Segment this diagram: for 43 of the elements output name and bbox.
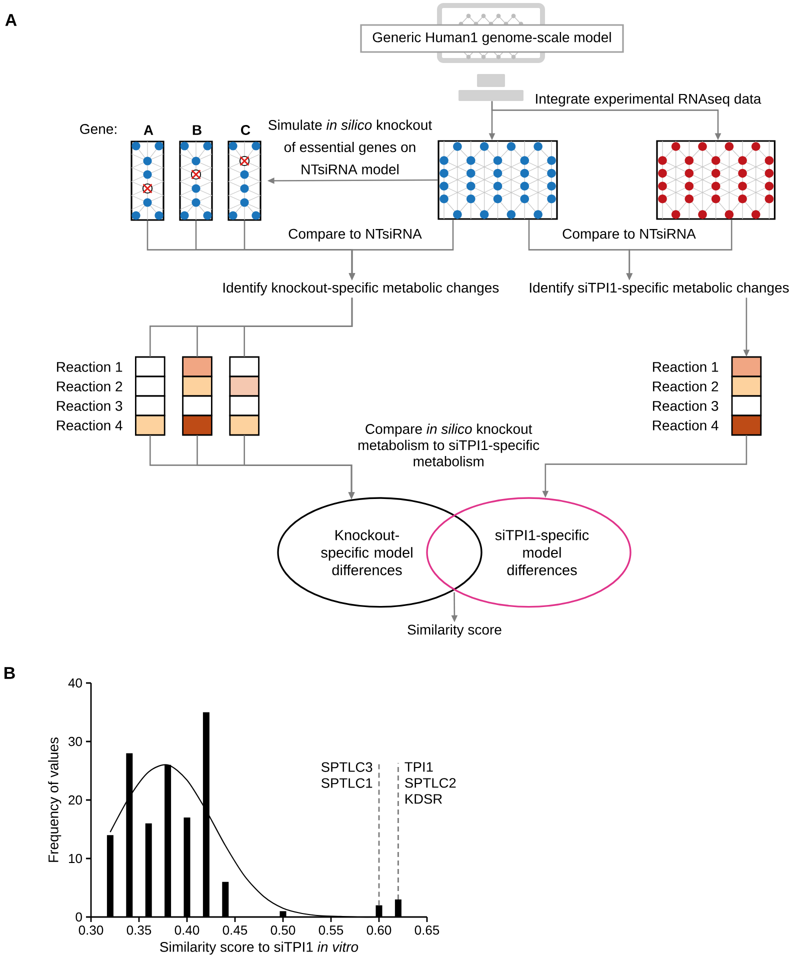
- edge-label: Simulate in silico knockout of essential genes on NTsiRNA model: [262, 118, 438, 176]
- row-label: Reaction 1: [57, 362, 122, 372]
- x-axis-title: Similarity score to siTPI1 in vitro: [160, 942, 358, 955]
- x-tick-label: 0.65: [414, 926, 440, 935]
- x-tick-label: 0.50: [270, 926, 296, 935]
- network-drawing: [656, 140, 776, 220]
- x-tick-label: 0.30: [78, 926, 104, 935]
- y-axis-title: Frequency of values: [48, 738, 62, 862]
- row-label: Reaction 4: [653, 420, 718, 430]
- y-tick-label: 40: [68, 678, 82, 688]
- step-text: Similarity score: [408, 624, 502, 638]
- y-tick-label: 10: [68, 854, 82, 864]
- x-tick-label: 0.35: [126, 926, 152, 935]
- row-heading: Gene:: [80, 124, 116, 134]
- label-box: Generic Human1 genome-scale model: [360, 24, 624, 53]
- panel-letter: A: [5, 14, 17, 26]
- x-tick-label: 0.40: [174, 926, 200, 935]
- row-label: Reaction 3: [653, 400, 718, 411]
- x-tick-label: 0.45: [222, 926, 248, 935]
- y-tick-label: 20: [68, 795, 82, 805]
- step-text: Identify knockout-specific metabolic changes: [223, 282, 499, 296]
- row-label: Reaction 2: [653, 381, 718, 392]
- network-drawing: [438, 140, 558, 220]
- description-text: Compare in silico knockout metabolism to siTPI1-specific metabolism: [358, 424, 540, 466]
- y-tick-label: 0: [76, 912, 82, 922]
- edge-label: Integrate experimental RNAseq data: [533, 92, 763, 108]
- x-tick-label: 0.60: [366, 926, 392, 935]
- gene-label: B: [192, 125, 202, 135]
- gene-list: SPTLC3 SPTLC1: [321, 762, 372, 788]
- y-tick-label: 30: [68, 736, 82, 746]
- edge-label: Compare to NTsiRNA: [286, 226, 424, 244]
- connector-line: [244, 298, 353, 357]
- row-label: Reaction 2: [57, 381, 122, 392]
- row-label: Reaction 1: [653, 362, 718, 372]
- row-label: Reaction 4: [57, 420, 122, 430]
- step-text: Identify siTPI1-specific metabolic changes: [530, 282, 789, 296]
- gene-label: C: [241, 125, 250, 135]
- gene-label: A: [144, 125, 154, 135]
- x-tick-label: 0.55: [318, 926, 344, 935]
- gene-list: TPI1 SPTLC2 KDSR: [404, 762, 456, 804]
- panel-letter: B: [4, 667, 15, 679]
- row-label: Reaction 3: [57, 400, 122, 411]
- edge-label: Compare to NTsiRNA: [560, 226, 698, 244]
